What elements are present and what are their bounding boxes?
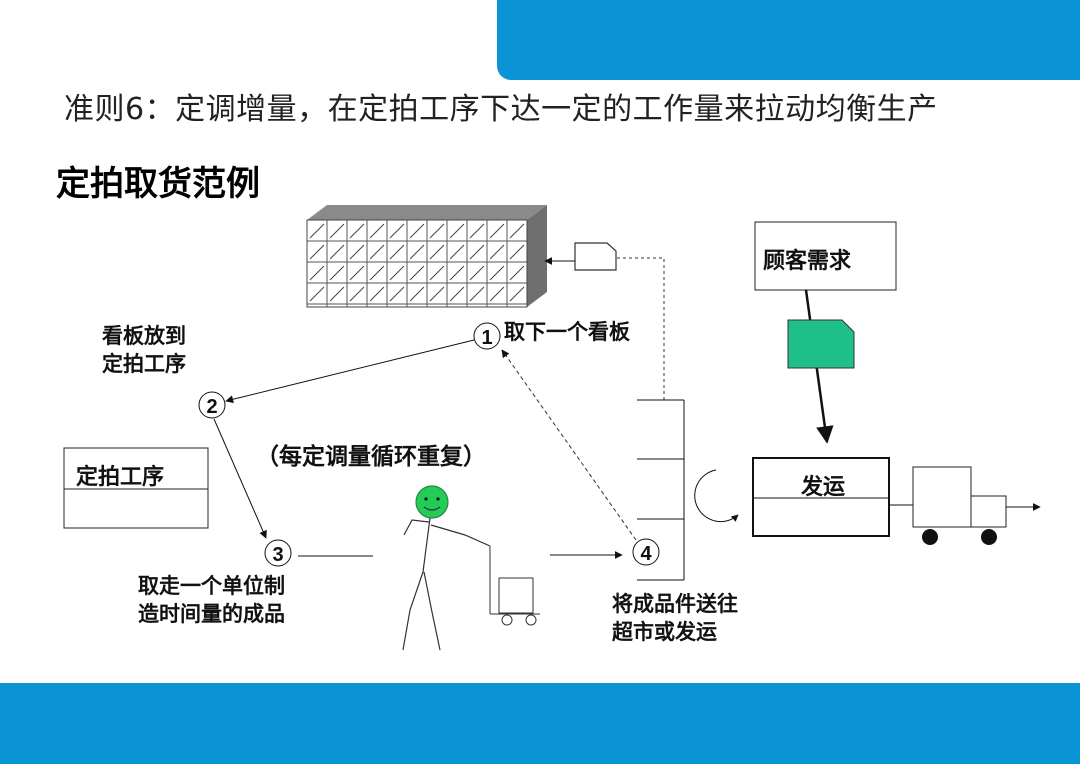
customer-demand-box <box>754 221 897 291</box>
step-4-label-line1: 将成品件送往 <box>612 592 738 616</box>
pacemaker-box-label: 定拍工序 <box>76 465 165 490</box>
step-3-label-line1: 取走一个单位制 <box>138 574 285 598</box>
supermarket-rack-icon <box>306 205 547 308</box>
step-2-marker <box>198 391 226 419</box>
footer-bar <box>0 683 1080 764</box>
arrow-4-to-1 <box>501 349 637 541</box>
slide-subtitle: 准则6：定调增量，在定拍工序下达一定的工作量来拉动均衡生产 <box>64 92 938 127</box>
customer-demand-label: 顾客需求 <box>763 249 852 274</box>
step-3-label-line2: 造时间量的成品 <box>138 602 285 626</box>
arrow-2-to-3 <box>213 418 267 539</box>
kanban-return-path <box>616 257 665 400</box>
pacemaker-process-box <box>63 447 209 529</box>
loop-note: （每定调量循环重复） <box>256 444 486 470</box>
shipping-lanes-icon <box>637 399 685 581</box>
step-3-number: 3 <box>272 544 283 566</box>
step-4-label-line2: 超市或发运 <box>612 620 717 644</box>
step-4-number: 4 <box>640 543 652 565</box>
step-2-label: 看板放到 定拍工序 <box>102 322 186 378</box>
step-2-label-line1: 看板放到 <box>102 324 186 348</box>
step-4-label: 将成品件送往 超市或发运 <box>612 590 738 646</box>
withdrawal-cycle-icon <box>694 469 739 522</box>
hand-cart-icon <box>489 546 540 626</box>
header-accent-bar <box>497 0 1080 80</box>
step-1-marker <box>473 322 501 350</box>
step-2-label-line2: 定拍工序 <box>102 352 186 376</box>
kanban-card-icon <box>574 242 617 271</box>
material-handler-icon <box>402 485 491 651</box>
shipping-box <box>752 457 890 537</box>
step-3-marker <box>264 539 292 567</box>
step-1-number: 1 <box>481 327 492 349</box>
step-4-marker <box>632 538 660 566</box>
step-1-label: 取下一个看板 <box>504 320 630 344</box>
step-2-number: 2 <box>206 396 217 418</box>
shipping-box-label: 发运 <box>801 475 846 500</box>
withdrawal-kanban-icon <box>787 319 855 369</box>
slide-heading: 定拍取货范例 <box>56 164 260 204</box>
step-3-label: 取走一个单位制 造时间量的成品 <box>138 572 285 628</box>
truck-icon <box>912 466 1041 545</box>
arrow-1-to-2 <box>225 339 475 404</box>
